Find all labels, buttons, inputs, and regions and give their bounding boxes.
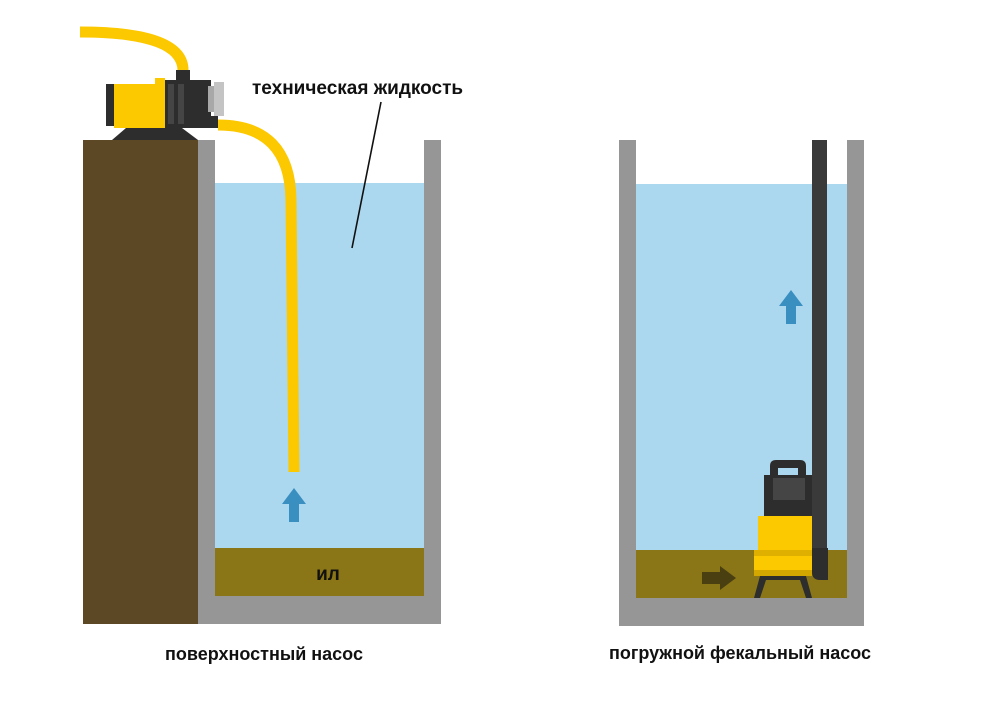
technical-fluid-label: техническая жидкость [252, 78, 463, 99]
left-tank-floor [198, 596, 441, 624]
left-tank-silt [215, 548, 424, 596]
silt-label: ил [316, 564, 340, 585]
discharge-pipe [812, 140, 827, 558]
left-tank-wall-left [198, 140, 215, 624]
discharge-hose [79, 26, 189, 73]
right-tank-floor [619, 598, 864, 626]
left-tank-wall-right [424, 140, 441, 624]
flow-up-arrow-left [282, 488, 306, 522]
soil-block [83, 140, 198, 624]
submersible-pump-icon [754, 460, 812, 598]
left-tank [198, 140, 441, 624]
surface-pump-scene: техническая жидкость ил поверхностный на… [79, 26, 463, 664]
flow-up-arrow-right [779, 290, 803, 324]
surface-pump-icon [106, 70, 224, 140]
right-tank-wall-left [619, 140, 636, 626]
suction-hose [217, 119, 300, 473]
right-tank-wall-right [847, 140, 864, 626]
surface-pump-caption: поверхностный насос [165, 644, 363, 664]
submersible-pump-scene: погружной фекальный насос [609, 140, 871, 663]
submersible-pump-caption: погружной фекальный насос [609, 643, 871, 663]
left-tank-water [215, 183, 424, 548]
inflow-right-arrow [702, 566, 736, 590]
fluid-pointer-line [351, 101, 382, 249]
